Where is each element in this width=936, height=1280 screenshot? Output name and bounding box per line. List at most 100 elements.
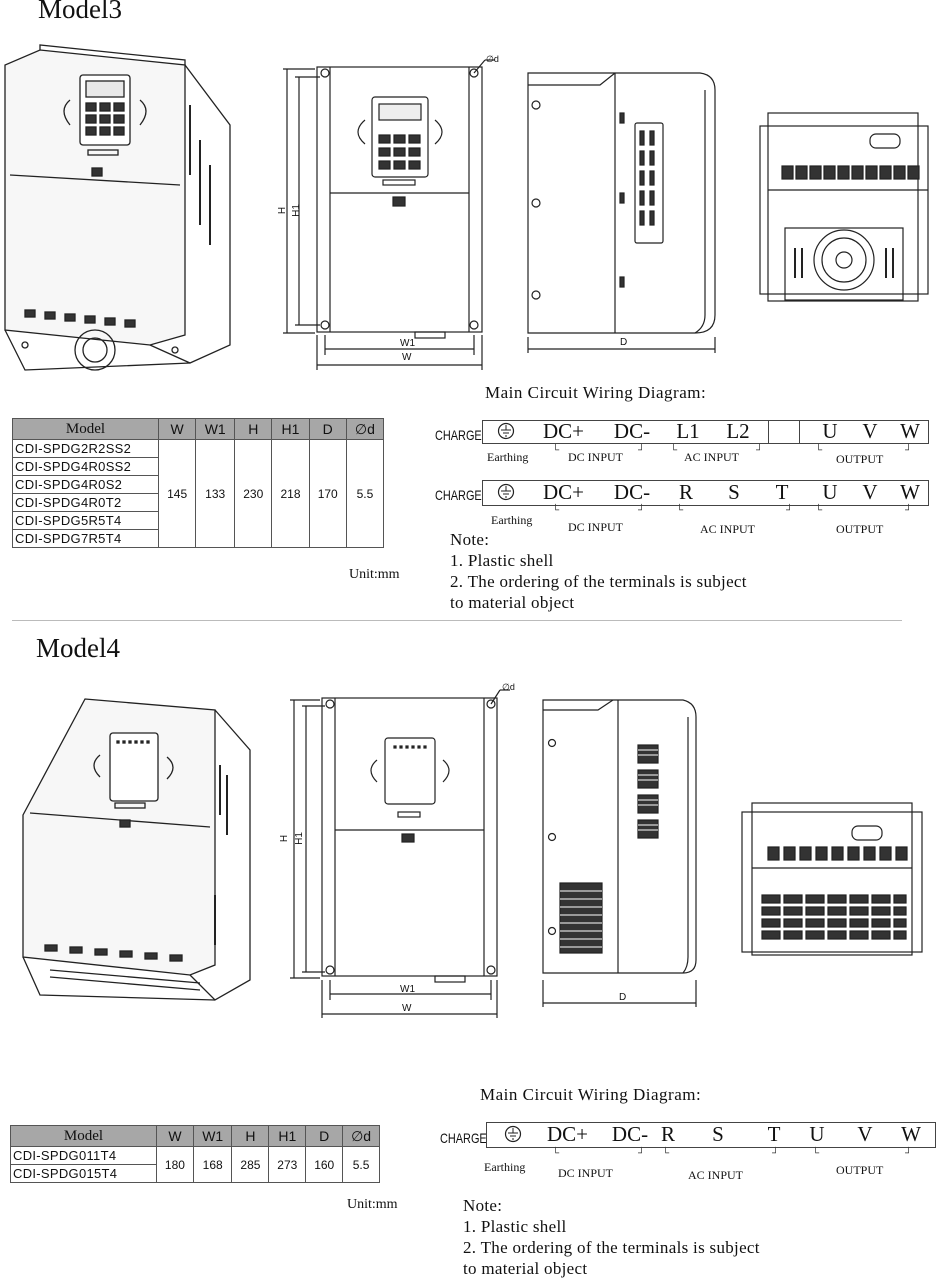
model-name: CDI-SPDG011T4: [10, 1146, 157, 1165]
terminal: DC-: [613, 480, 651, 504]
terminal: L2: [726, 419, 750, 443]
terminal: V: [862, 419, 878, 443]
terminal: W: [900, 480, 920, 504]
note-line: to material object: [450, 593, 575, 612]
model-name: CDI-SPDG4R0SS2: [12, 457, 159, 476]
model4-isometric-drawing: [22, 698, 251, 1001]
model3-notes: Note: 1. Plastic shell 2. The ordering o…: [450, 529, 747, 613]
earth-icon: [497, 483, 515, 501]
value-h1: 218: [271, 439, 310, 548]
header-h: H: [234, 418, 273, 440]
terminal: U: [822, 419, 838, 443]
terminal: L1: [676, 419, 700, 443]
label-ac-input: AC INPUT: [700, 522, 756, 536]
table-header-row: Model W W1 H H1 D ∅d: [12, 418, 385, 440]
terminal: R: [678, 480, 693, 504]
label-earthing: Earthing: [484, 1160, 526, 1174]
label-dc-input: DC INPUT: [568, 450, 624, 464]
table-row: CDI-SPDG015T4: [10, 1164, 380, 1183]
header-w1: W1: [195, 418, 236, 440]
label-output: OUTPUT: [836, 1163, 884, 1177]
header-d: D: [305, 1125, 344, 1147]
model3-bottom-view: [759, 112, 929, 302]
model3-front-view: [283, 59, 495, 370]
model4-dimension-table: Model W W1 H H1 D ∅d CDI-SPDG011T4 180 1…: [10, 1125, 380, 1183]
terminal: S: [728, 480, 740, 504]
model-name: CDI-SPDG4R0S2: [12, 475, 159, 494]
terminal: DC-: [611, 1122, 649, 1146]
model4-wiring-title: Main Circuit Wiring Diagram:: [480, 1085, 702, 1104]
terminal: T: [775, 480, 789, 504]
model3-dim-w: W: [402, 352, 412, 363]
header-model: Model: [10, 1125, 157, 1147]
label-earthing: Earthing: [491, 513, 533, 527]
value-phi-d: 5.5: [345, 439, 385, 548]
model3-unit: Unit:mm: [349, 567, 400, 582]
model4-front-view: [290, 689, 510, 1018]
model4-unit: Unit:mm: [347, 1197, 398, 1212]
header-h1: H1: [268, 1125, 307, 1147]
model3-row1-charge: CHARGE: [435, 427, 482, 443]
header-model: Model: [12, 418, 159, 440]
value-w: 145: [157, 439, 197, 548]
value-w1: 168: [192, 1146, 233, 1183]
terminal: W: [901, 1122, 921, 1146]
model3-dim-h1: H1: [290, 204, 302, 217]
model4-dim-h1: H1: [293, 832, 305, 845]
model3-side-view: [527, 72, 716, 353]
header-h: H: [231, 1125, 270, 1147]
value-d: 160: [305, 1146, 344, 1183]
note-line: 1. Plastic shell: [463, 1217, 567, 1236]
note-line: 2. The ordering of the terminals is subj…: [463, 1238, 760, 1257]
note-line: 1. Plastic shell: [450, 551, 554, 570]
model3-dim-w1: W1: [400, 338, 415, 349]
model4-dim-d: D: [619, 992, 627, 1003]
earth-icon: [497, 422, 515, 440]
terminal: U: [822, 480, 838, 504]
label-dc-input: DC INPUT: [558, 1166, 614, 1180]
model4-dim-w1: W1: [400, 984, 415, 995]
value-w1: 133: [195, 439, 236, 548]
model3-wiring-title: Main Circuit Wiring Diagram:: [485, 383, 707, 402]
terminal: V: [857, 1122, 873, 1146]
model3-row2-charge: CHARGE: [435, 487, 482, 503]
table-row: CDI-SPDG5R5T4: [12, 511, 384, 530]
model-name: CDI-SPDG7R5T4: [12, 529, 159, 548]
header-d: D: [308, 418, 347, 440]
terminal: S: [712, 1122, 724, 1146]
model4-dim-phi: ∅d: [502, 682, 515, 692]
terminal: DC+: [547, 1122, 589, 1146]
header-w1: W1: [192, 1125, 233, 1147]
terminal: V: [862, 480, 878, 504]
model3-dim-phi: ∅d: [486, 54, 499, 64]
model4-dim-h: H: [279, 834, 291, 843]
header-w: W: [157, 418, 197, 440]
model4-title: Model4: [36, 633, 120, 663]
table-row: CDI-SPDG7R5T4: [12, 529, 384, 548]
header-phi-d: ∅d: [342, 1125, 380, 1147]
model3-title: Model3: [38, 0, 122, 24]
terminal: DC-: [613, 419, 651, 443]
model3-row1-terminal-strip: [482, 420, 929, 444]
model3-dimension-table: Model W W1 H H1 D ∅d CDI-SPDG2R2SS2 145 …: [12, 418, 385, 548]
value-phi-d: 5.5: [342, 1146, 380, 1183]
model-name: CDI-SPDG2R2SS2: [12, 439, 159, 458]
value-h: 230: [234, 439, 273, 548]
note-title: Note:: [463, 1196, 503, 1215]
table-header-row: Model W W1 H H1 D ∅d: [10, 1125, 380, 1147]
terminal: W: [900, 419, 920, 443]
table-row: CDI-SPDG011T4 180 168 285 273 160 5.5: [10, 1146, 380, 1183]
label-dc-input: DC INPUT: [568, 520, 624, 534]
note-title: Note:: [450, 530, 490, 549]
model4-row1-charge: CHARGE: [440, 1130, 487, 1146]
table-row: CDI-SPDG2R2SS2 145 133 230 218 170 5.5: [12, 439, 385, 548]
model3-row2-terminal-strip: [482, 480, 929, 506]
value-d: 170: [308, 439, 347, 548]
terminal: T: [767, 1122, 781, 1146]
label-ac-input: AC INPUT: [684, 450, 740, 464]
model-name: CDI-SPDG015T4: [10, 1164, 157, 1183]
model4-side-view: [542, 699, 697, 1007]
terminal: DC+: [543, 480, 585, 504]
model-name: CDI-SPDG4R0T2: [12, 493, 159, 512]
model3-isometric-drawing: [4, 44, 231, 371]
